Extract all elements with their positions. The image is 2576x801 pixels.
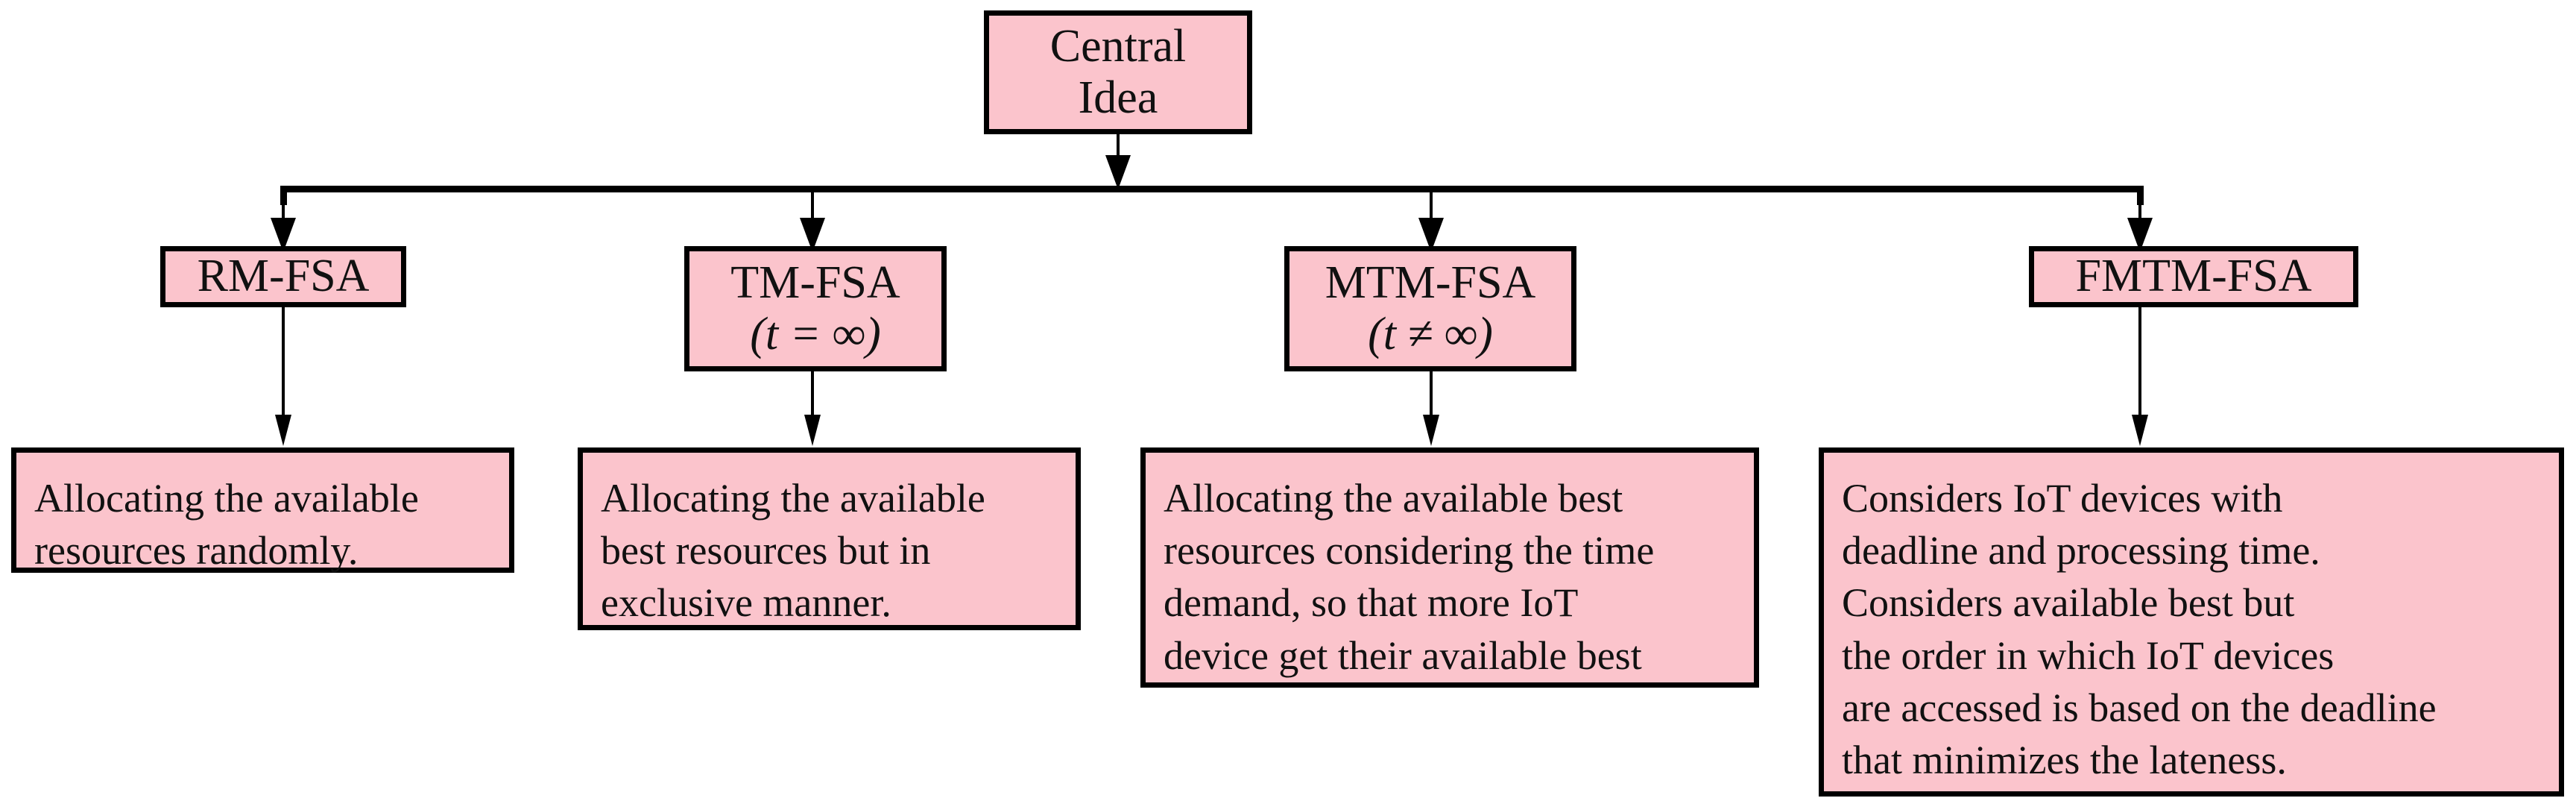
node-central-idea[interactable]: Central Idea [984, 10, 1252, 134]
connector-horizontal-bus [280, 186, 2144, 192]
connector-rm-fsa-to-desc [282, 307, 285, 421]
node-desc-rm-fsa[interactable]: Allocating the available resources rando… [11, 447, 514, 573]
arrowhead-tm-fsa-to-desc [804, 415, 821, 446]
node-desc-mtm-fsa-text: Allocating the available best resources … [1164, 476, 1655, 678]
arrowhead-root-to-bus [1105, 155, 1131, 189]
connector-tm-fsa-to-desc [811, 371, 814, 421]
node-tm-fsa[interactable]: TM-FSA(t = ∞) [684, 246, 947, 371]
node-desc-rm-fsa-text: Allocating the available resources rando… [34, 476, 419, 574]
node-tm-fsa-condition: (t = ∞) [750, 309, 881, 359]
arrowhead-rm-fsa-to-desc [275, 415, 291, 446]
node-tm-fsa-label: TM-FSA(t = ∞) [689, 257, 941, 361]
connector-fmtm-fsa-to-desc [2138, 307, 2141, 421]
node-desc-fmtm-fsa-text: Considers IoT devices with deadline and … [1842, 476, 2437, 782]
connector-root-stem [1117, 134, 1120, 164]
arrowhead-fmtm-fsa-to-desc [2132, 415, 2148, 446]
node-rm-fsa[interactable]: RM-FSA [160, 246, 406, 307]
node-tm-fsa-name: TM-FSA [730, 257, 900, 308]
node-desc-mtm-fsa[interactable]: Allocating the available best resources … [1140, 447, 1759, 688]
node-desc-tm-fsa-text: Allocating the available best resources … [601, 476, 985, 626]
connector-bus-to-rm-fsa [282, 192, 285, 231]
node-mtm-fsa-condition: (t ≠ ∞) [1368, 309, 1493, 359]
node-mtm-fsa-name: MTM-FSA [1325, 257, 1536, 308]
node-mtm-fsa-label: MTM-FSA(t ≠ ∞) [1289, 257, 1571, 361]
connector-bus-to-mtm-fsa [1430, 192, 1433, 231]
connector-bus-to-fmtm-fsa [2138, 192, 2141, 231]
connector-mtm-fsa-to-desc [1430, 371, 1433, 421]
node-fmtm-fsa[interactable]: FMTM-FSA [2029, 246, 2358, 307]
connector-bus-to-tm-fsa [811, 192, 814, 231]
node-desc-tm-fsa[interactable]: Allocating the available best resources … [578, 447, 1081, 630]
node-central-idea-label: Central Idea [1049, 20, 1187, 123]
node-fmtm-fsa-label: FMTM-FSA [2075, 251, 2312, 302]
node-desc-fmtm-fsa[interactable]: Considers IoT devices with deadline and … [1819, 447, 2564, 797]
node-mtm-fsa[interactable]: MTM-FSA(t ≠ ∞) [1284, 246, 1576, 371]
arrowhead-mtm-fsa-to-desc [1423, 415, 1439, 446]
node-rm-fsa-label: RM-FSA [197, 251, 370, 302]
